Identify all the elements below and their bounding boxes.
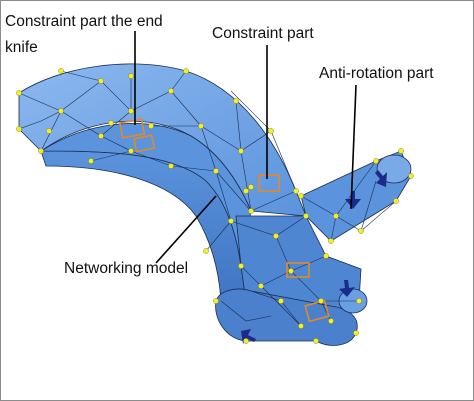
support-arrows xyxy=(241,170,387,344)
label-anti-rotation-part: Anti-rotation part xyxy=(319,65,434,82)
leader-networking xyxy=(155,195,217,264)
leader-anti-rotation xyxy=(350,84,357,210)
label-constraint-end-knife-line2: knife xyxy=(5,39,38,56)
label-constraint-part: Constraint part xyxy=(212,25,314,42)
constraint-box-icon xyxy=(286,262,310,278)
constraint-box-icon xyxy=(304,299,330,323)
mesh-nodes xyxy=(16,68,414,344)
fixed-support-arrow-icon xyxy=(345,191,361,209)
leader-lines xyxy=(134,31,357,264)
fixed-support-arrow-icon xyxy=(375,170,387,187)
label-constraint-end-knife: Constraint part the end xyxy=(5,13,163,30)
label-networking-model: Networking model xyxy=(64,260,189,277)
constraint-box-icon xyxy=(133,134,156,153)
constraint-box-icon xyxy=(258,174,280,192)
constraint-markers xyxy=(119,118,330,323)
constraint-box-icon xyxy=(119,118,146,139)
fixed-support-arrow-icon xyxy=(339,280,355,297)
